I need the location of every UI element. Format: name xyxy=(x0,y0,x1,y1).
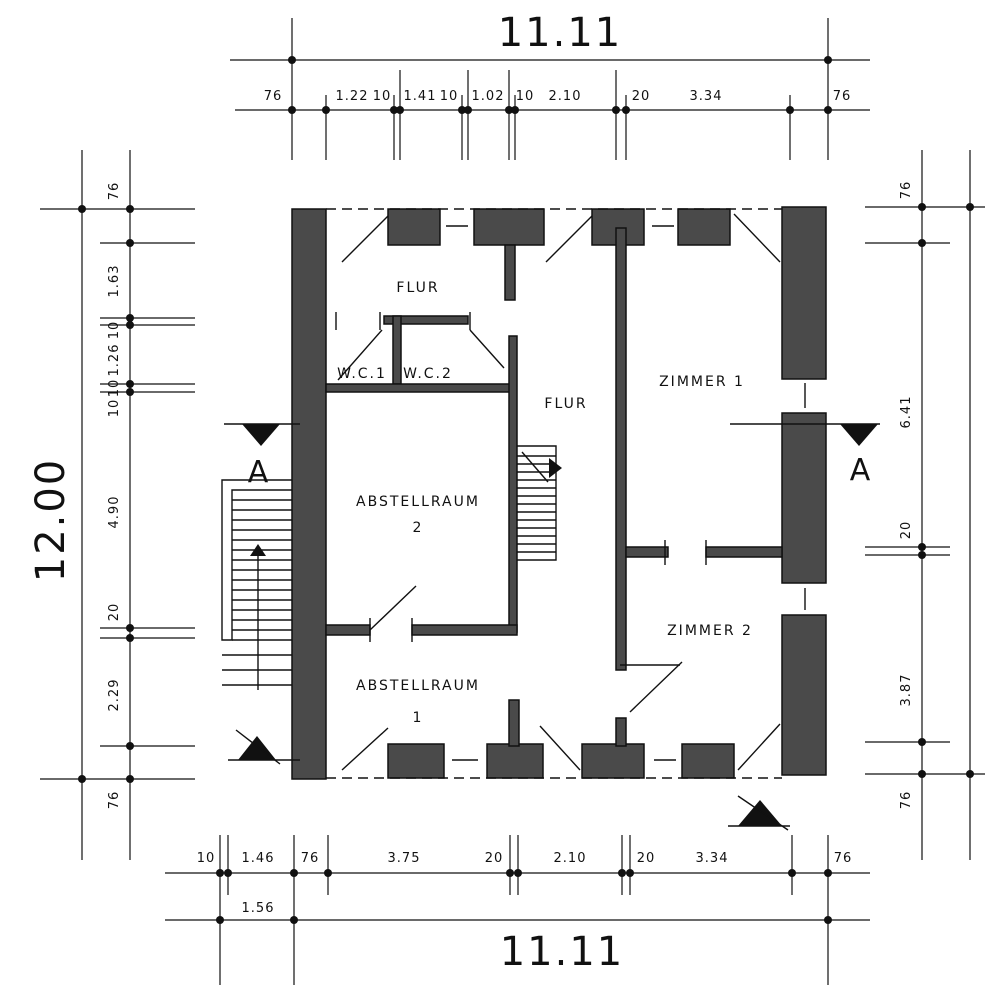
stair-arrow-icon xyxy=(250,544,266,556)
bottom-dim: 10 xyxy=(197,851,216,866)
top-dim: 1.41 xyxy=(404,89,437,104)
right-dim: 20 xyxy=(899,521,914,540)
north-marker-bottom-right xyxy=(728,795,790,831)
top-dim: 20 xyxy=(632,89,651,104)
bottom-dim: 20 xyxy=(485,851,504,866)
interior-walls xyxy=(325,227,783,747)
bottom-dim: 76 xyxy=(834,851,853,866)
top-dim: 10 xyxy=(516,89,535,104)
exterior-walls xyxy=(291,206,827,780)
top-dim: 10 xyxy=(373,89,392,104)
room-label-abstellraum2-number: 2 xyxy=(413,520,424,536)
bottom-dim: 20 xyxy=(637,851,656,866)
room-label-flur-center: FLUR xyxy=(544,396,587,412)
room-label-abstellraum1: ABSTELLRAUM xyxy=(356,678,480,694)
bottom-dim-second-row: 1.56 xyxy=(242,901,275,916)
bottom-dim: 3.75 xyxy=(388,851,421,866)
left-dimension-chain: 12.00 76 1.63 10 1.26 10 10 4.90 20 2.29… xyxy=(28,150,195,860)
top-dim: 10 xyxy=(440,89,459,104)
left-dim: 1.26 xyxy=(107,344,122,377)
room-label-zimmer1: ZIMMER 1 xyxy=(659,374,745,390)
total-height-left: 12.00 xyxy=(28,458,74,583)
left-dim: 76 xyxy=(107,791,122,810)
left-dim: 1.63 xyxy=(107,265,122,298)
bottom-dim: 76 xyxy=(301,851,320,866)
right-dim: 76 xyxy=(899,791,914,810)
left-dim: 20 xyxy=(107,603,122,622)
left-dim: 4.90 xyxy=(107,496,122,529)
section-marker-right: A xyxy=(730,423,880,488)
right-dim: 76 xyxy=(899,181,914,200)
exterior-stairs xyxy=(221,479,292,690)
right-dim: 6.41 xyxy=(899,396,914,429)
stair-arrow-icon xyxy=(549,458,562,478)
bottom-dimension-chain: 10 1.46 76 3.75 20 2.10 20 3.34 76 1.56 … xyxy=(165,835,870,985)
top-dim: 3.34 xyxy=(690,89,723,104)
bottom-dim: 2.10 xyxy=(554,851,587,866)
bottom-dim: 1.46 xyxy=(242,851,275,866)
left-dim: 10 xyxy=(107,379,122,398)
room-label-zimmer2: ZIMMER 2 xyxy=(667,623,753,639)
top-dimension-chain: 11.11 76 1.22 10 1.41 10 1.02 10 2.10 20… xyxy=(230,10,870,160)
section-label-right: A xyxy=(850,453,871,488)
section-label-left: A xyxy=(248,455,269,490)
room-label-abstellraum2: ABSTELLRAUM xyxy=(356,494,480,510)
room-labels: FLUR FLUR W.C.1 W.C.2 ZIMMER 1 ZIMMER 2 … xyxy=(337,280,753,726)
room-label-wc1: W.C.1 xyxy=(337,366,387,382)
room-label-flur-top: FLUR xyxy=(396,280,439,296)
left-dim: 2.29 xyxy=(107,679,122,712)
left-dim: 76 xyxy=(107,182,122,201)
room-label-abstellraum1-number: 1 xyxy=(413,710,424,726)
top-dim: 1.22 xyxy=(336,89,369,104)
section-marker-left: A xyxy=(224,423,300,490)
top-dim: 76 xyxy=(833,89,852,104)
room-label-wc2: W.C.2 xyxy=(403,366,453,382)
left-dim: 10 xyxy=(107,321,122,340)
top-dim: 2.10 xyxy=(549,89,582,104)
right-dim: 3.87 xyxy=(899,674,914,707)
total-width-top: 11.11 xyxy=(498,10,623,56)
interior-stairs xyxy=(517,445,562,561)
top-dim: 76 xyxy=(264,89,283,104)
left-dim: 10 xyxy=(107,399,122,418)
top-dim: 1.02 xyxy=(472,89,505,104)
right-dimension-chain: 76 6.41 20 3.87 76 xyxy=(865,150,985,860)
north-marker-bottom-left xyxy=(228,729,300,765)
bottom-dim: 3.34 xyxy=(696,851,729,866)
total-width-bottom: 11.11 xyxy=(500,929,625,975)
